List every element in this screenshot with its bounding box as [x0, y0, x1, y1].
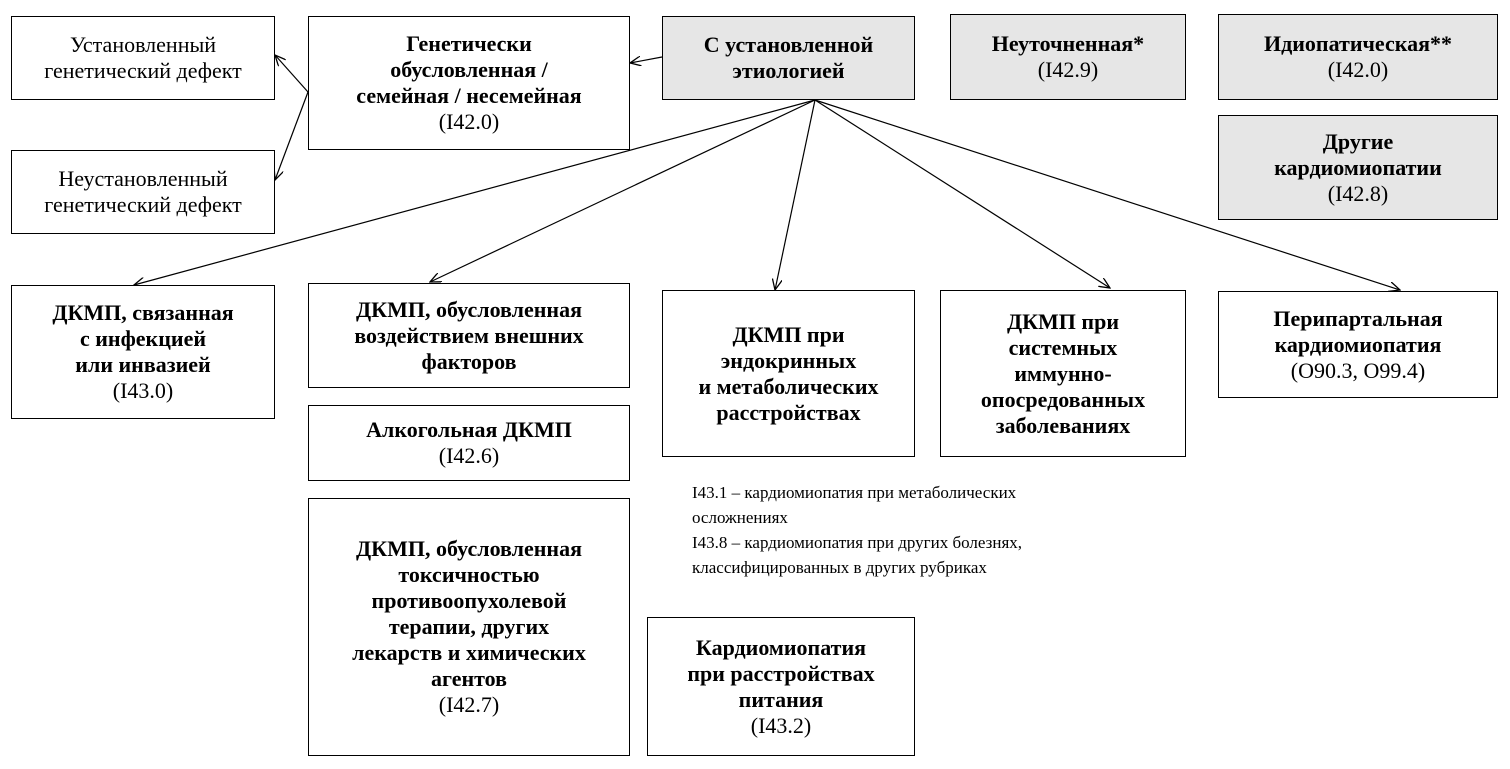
established-defect-box: Установленный генетический дефект [11, 16, 275, 100]
unspecified-title: Неуточненная* [991, 31, 1145, 56]
genetic-box: Генетически обусловленная / семейная / н… [308, 16, 630, 150]
toxic-dcm-box: ДКМП, обусловленная токсичностью противо… [308, 498, 630, 756]
code-notes: I43.1 – кардиомиопатия при метаболически… [692, 480, 1152, 580]
arrow-genetic-to-unestablished [275, 91, 309, 180]
toxic-dcm-title: ДКМП, обусловленная токсичностью противо… [352, 536, 586, 691]
established-defect-label: Установленный генетический дефект [44, 32, 242, 83]
endocrine-dcm-box: ДКМП при эндокринных и метаболических ра… [662, 290, 915, 457]
other-cardiomyopathies-code: (I42.8) [1327, 180, 1389, 206]
genetic-code: (I42.0) [438, 109, 500, 134]
endocrine-dcm-title: ДКМП при эндокринных и метаболических ра… [698, 321, 879, 425]
idiopathic-code: (I42.0) [1327, 57, 1389, 82]
idiopathic-box: Идиопатическая** (I42.0) [1218, 14, 1498, 100]
alcoholic-dcm-code: (I42.6) [438, 443, 500, 468]
established-etiology-box: С установленной этиологией [662, 16, 915, 100]
alcoholic-dcm-box: Алкогольная ДКМП (I42.6) [308, 405, 630, 481]
nutrition-cm-code: (I43.2) [750, 712, 812, 738]
immune-dcm-box: ДКМП при системных иммунно- опосредованн… [940, 290, 1186, 457]
toxic-dcm-code: (I42.7) [438, 692, 500, 717]
note-i43-1: I43.1 – кардиомиопатия при метаболически… [692, 483, 1017, 527]
alcoholic-dcm-title: Алкогольная ДКМП [366, 417, 572, 442]
infection-dcm-title: ДКМП, связанная с инфекцией или инвазией [52, 300, 234, 377]
external-factors-dcm-title: ДКМП, обусловленная воздействием внешних… [354, 296, 584, 374]
peripartum-title: Перипартальная кардиомиопатия [1273, 305, 1443, 357]
infection-dcm-code: (I43.0) [112, 378, 174, 403]
established-etiology-title: С установленной этиологией [703, 32, 874, 83]
genetic-title: Генетически обусловленная / семейная / н… [356, 31, 582, 108]
idiopathic-title: Идиопатическая** [1264, 31, 1452, 56]
arrow-to-endocrine [775, 99, 816, 290]
arrow-to-peripartum [814, 99, 1400, 290]
immune-dcm-title: ДКМП при системных иммунно- опосредованн… [980, 308, 1146, 438]
arrow-to-external [430, 99, 816, 282]
other-cardiomyopathies-title: Другие кардиомиопатии [1274, 128, 1442, 180]
peripartum-box: Перипартальная кардиомиопатия (O90.3, O9… [1218, 291, 1498, 398]
peripartum-code: (O90.3, O99.4) [1290, 357, 1426, 383]
unestablished-defect-box: Неустановленный генетический дефект [11, 150, 275, 234]
other-cardiomyopathies-box: Другие кардиомиопатии (I42.8) [1218, 115, 1498, 220]
unspecified-code: (I42.9) [1037, 57, 1099, 82]
note-i43-8: I43.8 – кардиомиопатия при других болезн… [692, 533, 1023, 577]
unspecified-box: Неуточненная* (I42.9) [950, 14, 1186, 100]
nutrition-cm-box: Кардиомиопатия при расстройствах питания… [647, 617, 915, 756]
arrow-to-immune [814, 99, 1110, 288]
arrow-to-infection [134, 99, 816, 285]
unestablished-defect-label: Неустановленный генетический дефект [44, 166, 242, 217]
arrow-genetic-to-established [275, 55, 309, 93]
nutrition-cm-title: Кардиомиопатия при расстройствах питания [687, 634, 875, 712]
external-factors-dcm-box: ДКМП, обусловленная воздействием внешних… [308, 283, 630, 388]
infection-dcm-box: ДКМП, связанная с инфекцией или инвазией… [11, 285, 275, 419]
arrow-etiology-to-genetic [630, 57, 663, 63]
